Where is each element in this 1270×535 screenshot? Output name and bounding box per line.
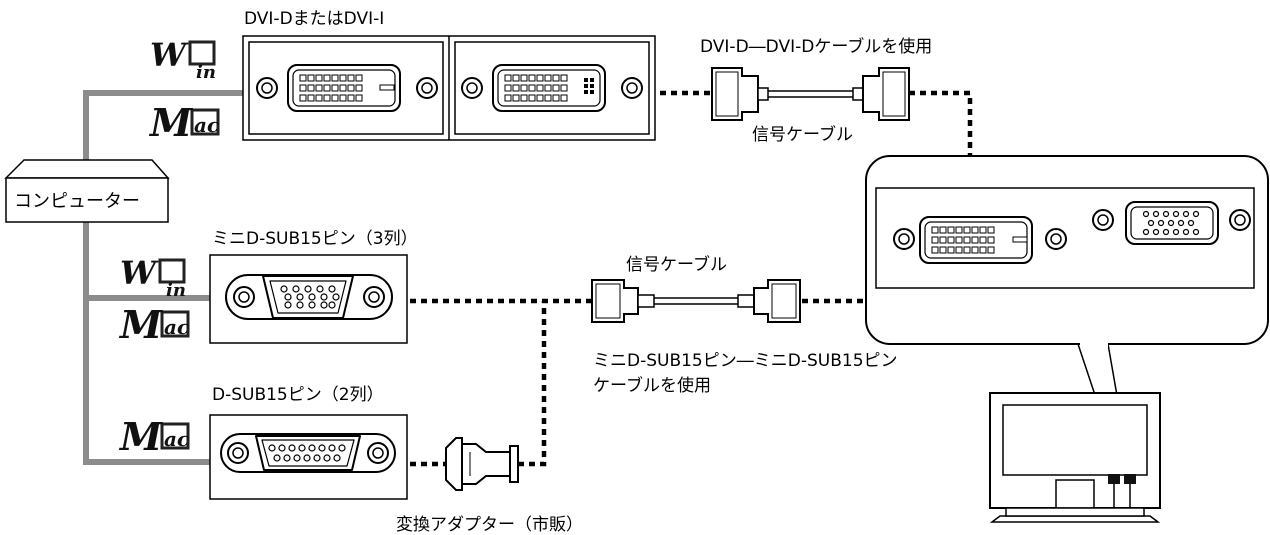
svg-text:ac: ac bbox=[194, 113, 219, 137]
dvi-connector-icon[interactable] bbox=[461, 64, 643, 112]
windows-logo-icon: W in bbox=[150, 36, 216, 83]
signal-cable-label-mid: 信号ケーブル bbox=[626, 254, 727, 275]
mac-logo-icon: M ac bbox=[118, 414, 190, 459]
svg-text:ac: ac bbox=[164, 427, 189, 451]
vga-connector-icon[interactable] bbox=[225, 274, 393, 320]
monitor-icon bbox=[989, 392, 1161, 523]
svg-text:in: in bbox=[166, 280, 186, 301]
svg-text:in: in bbox=[196, 62, 216, 83]
dvi-cable bbox=[660, 67, 973, 228]
mini-dsub-title: ミニD-SUB15ピン（3列） bbox=[212, 229, 418, 249]
dvi-panel-title: DVI-DまたはDVI-I bbox=[244, 9, 384, 29]
computer-wires bbox=[83, 90, 243, 465]
windows-logo-icon: W in bbox=[120, 254, 186, 301]
computer-box[interactable]: コンピューター bbox=[4, 159, 170, 223]
svg-text:M: M bbox=[148, 100, 193, 145]
svg-text:ac: ac bbox=[164, 315, 189, 339]
computer-label: コンピューター bbox=[14, 191, 140, 212]
dsub-title: D-SUB15ピン（2列） bbox=[212, 385, 384, 405]
adapter-icon bbox=[445, 437, 519, 491]
mac-logo-icon: M ac bbox=[118, 302, 190, 347]
vga-connector-icon[interactable] bbox=[220, 433, 396, 473]
dvi-cable-label: DVI-D―DVI-Dケーブルを使用 bbox=[700, 36, 932, 57]
adapter-label: 変換アダプター（市販） bbox=[396, 515, 583, 535]
svg-text:M: M bbox=[118, 302, 163, 347]
vga-connector-icon[interactable] bbox=[1092, 201, 1251, 245]
svg-text:M: M bbox=[118, 414, 163, 459]
svg-text:W: W bbox=[120, 254, 159, 292]
dvi-connector-icon[interactable] bbox=[256, 64, 438, 112]
adapter-to-cable-line bbox=[518, 301, 547, 467]
svg-text:W: W bbox=[150, 36, 189, 74]
mini-cable-label-line1: ミニD-SUB15ピン―ミニD-SUB15ピン bbox=[593, 351, 898, 371]
signal-cable-label-top: 信号ケーブル bbox=[752, 124, 853, 145]
dvi-connector-icon[interactable] bbox=[893, 216, 1067, 264]
mini-cable-label-line2: ケーブルを使用 bbox=[593, 375, 711, 396]
mac-logo-icon: M ac bbox=[148, 100, 220, 145]
